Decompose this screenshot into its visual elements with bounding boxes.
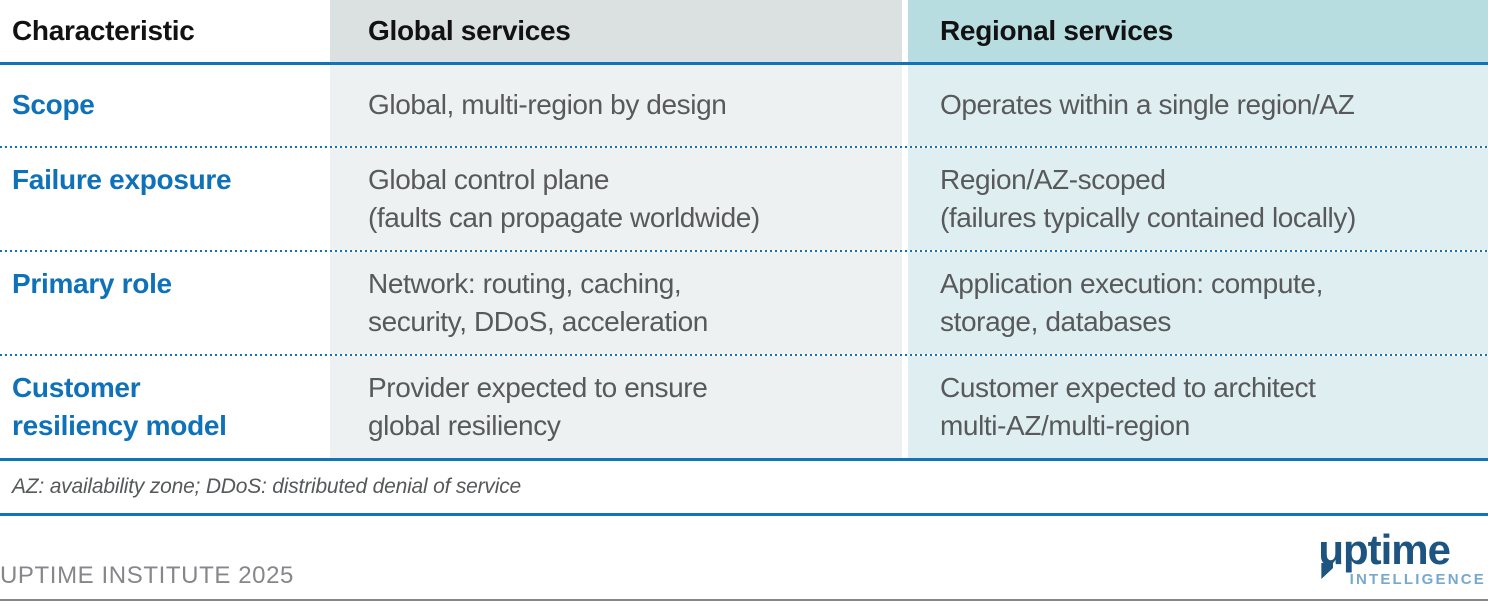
regional-cell: Region/AZ-scoped (failures typically con… xyxy=(908,148,1488,250)
column-header-characteristic: Characteristic xyxy=(12,15,195,46)
logo-subtitle: INTELLIGENCE xyxy=(1349,571,1486,588)
table-row: Scope Global, multi-region by design Ope… xyxy=(0,65,1488,146)
header-cell-global-services: Global services xyxy=(330,0,902,62)
footnote-bottom-line xyxy=(0,513,1488,516)
row-label-customer-resiliency-model: Customer resiliency model xyxy=(12,372,227,441)
global-cell: Provider expected to ensure global resil… xyxy=(330,356,902,458)
column-gap xyxy=(902,356,908,458)
row-label-failure-exposure: Failure exposure xyxy=(12,164,232,195)
row-label-cell: Customer resiliency model xyxy=(0,356,330,458)
row-label-scope: Scope xyxy=(12,89,95,120)
global-cell: Global, multi-region by design xyxy=(330,65,902,146)
column-gap xyxy=(902,65,908,146)
table-row: Failure exposure Global control plane (f… xyxy=(0,148,1488,250)
header-divider-line xyxy=(0,62,1488,65)
regional-customer-resiliency-value: Customer expected to architect multi-AZ/… xyxy=(940,372,1316,441)
logo-wordmark-wrap: uptime xyxy=(1318,526,1451,579)
logo-wordmark: uptime xyxy=(1318,526,1451,573)
global-cell: Global control plane (faults can propaga… xyxy=(330,148,902,250)
footnote-row: AZ: availability zone; DDoS: distributed… xyxy=(0,461,1488,513)
table-row: Customer resiliency model Provider expec… xyxy=(0,356,1488,458)
table-bottom-line xyxy=(0,458,1488,461)
regional-scope-value: Operates within a single region/AZ xyxy=(940,89,1355,120)
column-header-regional-services: Regional services xyxy=(940,15,1174,46)
column-gap xyxy=(902,0,908,62)
regional-cell: Customer expected to architect multi-AZ/… xyxy=(908,356,1488,458)
footer: UPTIME INSTITUTE 2025 uptime INTELLIGENC… xyxy=(0,516,1488,614)
global-failure-exposure-value: Global control plane (faults can propaga… xyxy=(368,164,760,233)
global-primary-role-value: Network: routing, caching, security, DDo… xyxy=(368,268,708,337)
row-label-cell: Primary role xyxy=(0,252,330,354)
row-separator-dotted xyxy=(0,146,1488,148)
table-row: Primary role Network: routing, caching, … xyxy=(0,252,1488,354)
row-label-primary-role: Primary role xyxy=(12,268,172,299)
global-scope-value: Global, multi-region by design xyxy=(368,89,727,120)
regional-primary-role-value: Application execution: compute, storage,… xyxy=(940,268,1323,337)
global-cell: Network: routing, caching, security, DDo… xyxy=(330,252,902,354)
table-header-row: Characteristic Global services Regional … xyxy=(0,0,1488,62)
uptime-intelligence-logo: uptime INTELLIGENCE xyxy=(1318,526,1486,589)
row-separator-dotted xyxy=(0,354,1488,356)
regional-cell: Operates within a single region/AZ xyxy=(908,65,1488,146)
attribution-text: UPTIME INSTITUTE 2025 xyxy=(0,562,294,589)
footer-divider-line xyxy=(0,599,1488,601)
global-customer-resiliency-value: Provider expected to ensure global resil… xyxy=(368,372,708,441)
footnote-text: AZ: availability zone; DDoS: distributed… xyxy=(12,475,521,498)
header-cell-regional-services: Regional services xyxy=(908,0,1488,62)
regional-failure-exposure-value: Region/AZ-scoped (failures typically con… xyxy=(940,164,1356,233)
column-gap xyxy=(902,148,908,250)
regional-cell: Application execution: compute, storage,… xyxy=(908,252,1488,354)
row-label-cell: Scope xyxy=(0,65,330,146)
row-label-cell: Failure exposure xyxy=(0,148,330,250)
column-header-global-services: Global services xyxy=(368,15,571,46)
row-separator-dotted xyxy=(0,250,1488,252)
header-cell-characteristic: Characteristic xyxy=(0,0,330,62)
column-gap xyxy=(902,252,908,354)
